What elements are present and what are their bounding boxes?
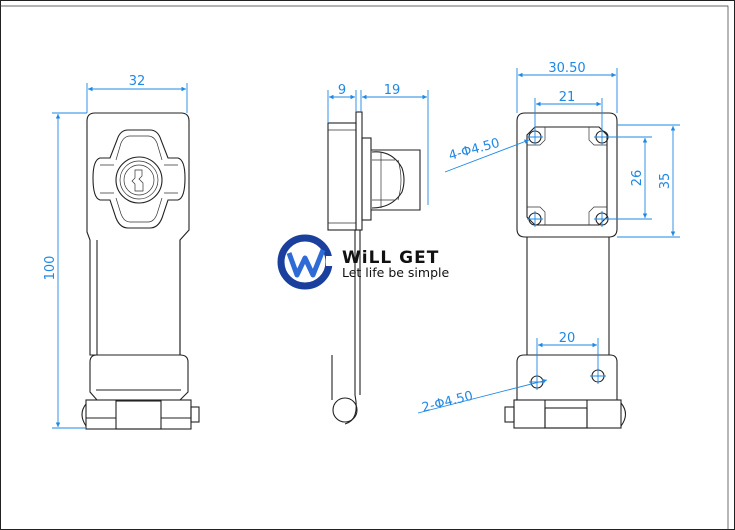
logo-slogan: Let life be simple [342, 265, 449, 280]
dim-32-label: 32 [129, 74, 146, 89]
dim-2-holes-label: 2-Φ4.50 [420, 389, 474, 416]
dim-9-label: 9 [338, 83, 346, 98]
dim-35-label: 35 [658, 173, 673, 190]
rear-view [504, 112, 627, 429]
brand-logo: WiLL GET Let life be simple [277, 234, 449, 290]
side-view [327, 111, 421, 425]
logo-name: WiLL GET [342, 248, 439, 268]
dimension-side: 9 19 [327, 83, 429, 205]
dimension-front-height: 100 [43, 112, 87, 429]
dim-21-label: 21 [559, 90, 576, 105]
dimension-rear: 30.50 21 26 35 4-Φ4.50 20 2-Φ4.50 [417, 61, 680, 416]
top-mounting-holes [527, 129, 610, 227]
logo-w-icon [286, 249, 326, 278]
dim-4-holes-label: 4-Φ4.50 [447, 136, 501, 164]
dim-20-label: 20 [559, 331, 576, 346]
front-view [81, 112, 200, 430]
lock-cylinder [92, 129, 186, 229]
inner-frame [0, 5, 729, 530]
dim-26-label: 26 [630, 170, 645, 187]
dim-100-label: 100 [43, 256, 58, 281]
dimension-front-width: 32 [86, 74, 188, 113]
bottom-mounting-holes [529, 368, 606, 390]
dim-30-50-label: 30.50 [548, 61, 585, 76]
dim-19-label: 19 [384, 83, 401, 98]
